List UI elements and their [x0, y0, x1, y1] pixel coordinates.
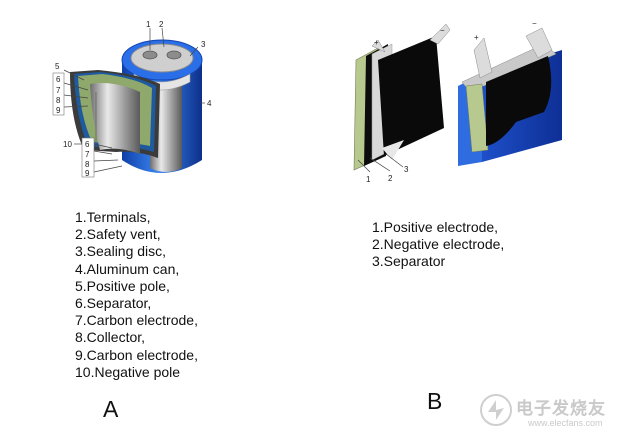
separator-corner — [382, 140, 404, 160]
callout-7-upper: 7 — [56, 86, 61, 95]
callout-3: 3 — [201, 40, 206, 49]
negative-tab — [429, 23, 451, 45]
legend-a-item: 3.Sealing disc, — [75, 243, 167, 260]
stack-negative-tabs — [525, 27, 553, 59]
watermark: 电子发烧友 www.elecfans.com — [478, 386, 618, 436]
negative-electrode-sheet — [378, 36, 444, 156]
legend-a-item: 6.Separator, — [75, 295, 152, 312]
watermark-brand: 电子发烧友 — [516, 399, 606, 419]
watermark-url: www.elecfans.com — [528, 418, 603, 428]
legend-b-item: 1.Positive electrode, — [372, 219, 499, 235]
callout-1: 1 — [146, 20, 151, 29]
callout-7-lower: 7 — [85, 150, 90, 159]
label-box-lower — [81, 137, 95, 178]
callout-negative-right: − — [532, 19, 537, 28]
callout-10: 10 — [63, 140, 72, 149]
callout-4: 4 — [207, 99, 212, 108]
unrolled-sheet-front — [90, 83, 140, 154]
legend-a-item: 8.Collector, — [75, 329, 146, 346]
cylinder-cell-illustration: 1 2 3 4 5 6 7 8 9 10 6 7 8 9 — [52, 20, 212, 178]
caption-b: B — [427, 388, 443, 414]
callout-negative-left: − — [440, 26, 445, 35]
cased-stack — [458, 27, 562, 166]
callout-b-1: 1 — [366, 175, 371, 184]
callout-5: 5 — [55, 62, 60, 71]
diagram-b-leader-lines — [357, 153, 404, 173]
sealing-disc — [130, 43, 194, 73]
callout-9-upper: 9 — [56, 106, 61, 115]
legend-a-item: 9.Carbon electrode, — [75, 346, 198, 363]
legend-a: 1.Terminals, 2.Safety vent, 3.Sealing di… — [75, 209, 198, 381]
watermark-logo-icon — [480, 394, 512, 426]
callout-8-lower: 8 — [85, 160, 90, 169]
callout-positive-left: + — [374, 38, 379, 47]
label-box-upper — [52, 72, 65, 116]
legend-b: 1.Positive electrode, 2.Negative electro… — [372, 219, 504, 271]
terminal-left — [142, 50, 158, 60]
legend-a-item: 7.Carbon electrode, — [75, 312, 198, 329]
callout-9-lower: 9 — [85, 169, 90, 178]
callout-6-upper: 6 — [56, 75, 61, 84]
legend-a-item: 4.Aluminum can, — [75, 260, 180, 277]
callout-b-3: 3 — [404, 165, 409, 174]
terminal-right — [166, 50, 182, 60]
callout-b-2: 2 — [388, 174, 393, 183]
stack-black-face — [486, 56, 552, 146]
diagram-a-leader-lines — [63, 27, 205, 173]
legend-a-item: 5.Positive pole, — [75, 277, 170, 294]
callout-8-upper: 8 — [56, 96, 61, 105]
legend-a-item: 1.Terminals, — [75, 209, 151, 225]
legend-a-item: 2.Safety vent, — [75, 226, 161, 243]
stack-green-edges — [465, 83, 489, 153]
caption-a: A — [103, 396, 119, 422]
legend-a-item: 10.Negative pole — [75, 363, 181, 380]
callout-6-lower: 6 — [85, 140, 90, 149]
legend-b-item: 3.Separator — [372, 253, 446, 270]
exploded-stack — [353, 23, 451, 171]
callout-2: 2 — [159, 20, 164, 29]
legend-b-item: 2.Negative electrode, — [372, 236, 505, 253]
positive-tab — [371, 39, 386, 53]
callout-positive-right: + — [474, 33, 479, 42]
stacked-cell-illustration: + − + − 1 2 3 — [353, 19, 562, 184]
stack-positive-tabs — [473, 37, 493, 79]
